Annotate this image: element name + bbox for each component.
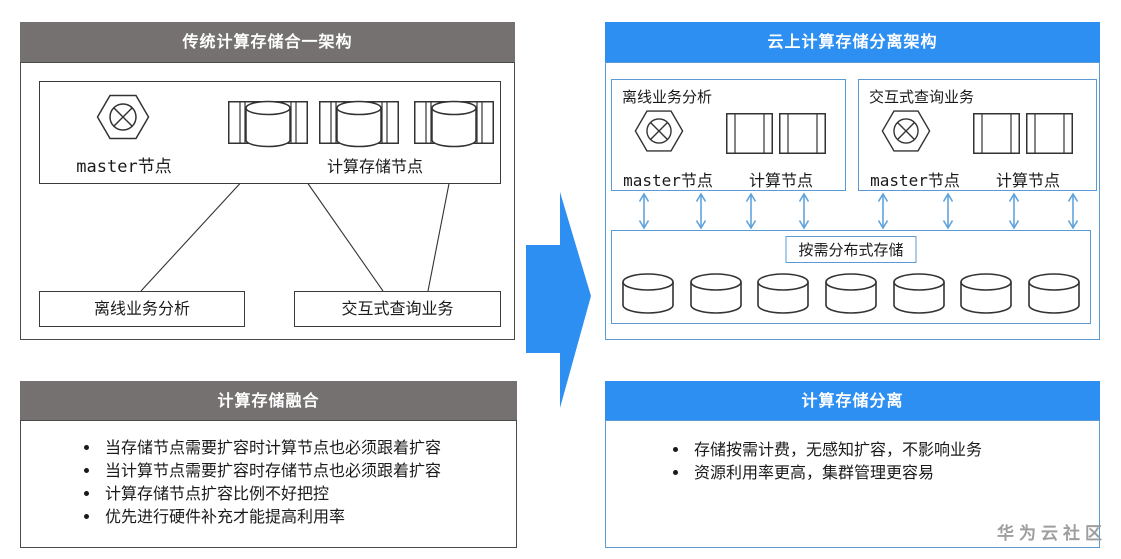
panel-separation-title: 计算存储分离 bbox=[605, 381, 1100, 420]
group-title: 离线业务分析 bbox=[622, 88, 713, 106]
master-node-label: master节点 bbox=[870, 171, 960, 190]
storage-cylinders-row bbox=[622, 273, 1080, 315]
compute-storage-node-icon bbox=[319, 100, 399, 148]
data-flow-arrow-icon bbox=[638, 192, 650, 230]
storage-cylinder-icon bbox=[689, 273, 742, 314]
bullet-item: 当计算节点需要扩容时存储节点也必须跟着扩容 bbox=[101, 459, 516, 482]
panel-traditional-body: master节点 bbox=[20, 62, 515, 340]
data-flow-arrow-icon bbox=[1008, 192, 1020, 230]
panel-cloud-title: 云上计算存储分离架构 bbox=[605, 22, 1100, 62]
data-flow-arrow-icon bbox=[695, 192, 707, 230]
panel-fusion-title: 计算存储融合 bbox=[20, 381, 517, 420]
interactive-query-box: 交互式查询业务 bbox=[294, 291, 501, 327]
panel-fusion: 计算存储融合 当存储节点需要扩容时计算节点也必须跟着扩容 当计算节点需要扩容时存… bbox=[20, 381, 517, 548]
compute-node-label: 计算节点 bbox=[748, 171, 813, 190]
bullet-item: 计算存储节点扩容比例不好把控 bbox=[101, 482, 516, 505]
bullet-item: 优先进行硬件补充才能提高利用率 bbox=[101, 505, 516, 528]
storage-cylinder-icon bbox=[757, 273, 810, 314]
group-title: 交互式查询业务 bbox=[869, 88, 975, 106]
master-node-icon bbox=[634, 110, 684, 152]
compute-node-icon bbox=[1026, 113, 1073, 154]
data-flow-arrow-icon bbox=[942, 192, 954, 230]
separation-bullet-list: 存储按需计费，无感知扩容，不影响业务 资源利用率更高，集群管理更容易 bbox=[606, 438, 1099, 484]
compute-node-icon bbox=[779, 113, 826, 154]
fusion-bullet-list: 当存储节点需要扩容时计算节点也必须跟着扩容 当计算节点需要扩容时存储节点也必须跟… bbox=[21, 436, 516, 528]
storage-pool-box: 按需分布式存储 bbox=[611, 230, 1091, 324]
master-node-icon bbox=[881, 110, 931, 152]
compute-node-icon bbox=[973, 113, 1020, 154]
panel-cloud-body: 离线业务分析 master节点 计算节点 bbox=[605, 62, 1100, 340]
cloud-group-offline: 离线业务分析 master节点 计算节点 bbox=[611, 79, 846, 191]
storage-pool-label: 按需分布式存储 bbox=[785, 236, 917, 263]
storage-cylinder-icon bbox=[892, 273, 945, 314]
storage-cylinder-icon bbox=[622, 273, 674, 314]
panel-separation-body: 存储按需计费，无感知扩容，不影响业务 资源利用率更高，集群管理更容易 bbox=[605, 420, 1100, 548]
cloud-group-interactive: 交互式查询业务 master节点 计算节 bbox=[858, 79, 1097, 191]
watermark: 华为云社区 bbox=[997, 524, 1107, 544]
bullet-item: 资源利用率更高，集群管理更容易 bbox=[690, 461, 1099, 484]
compute-node-icon bbox=[726, 113, 773, 154]
compute-node-label: 计算节点 bbox=[995, 171, 1060, 190]
master-node-label: master节点 bbox=[76, 157, 172, 177]
bullet-item: 当存储节点需要扩容时计算节点也必须跟着扩容 bbox=[101, 436, 516, 459]
data-flow-arrow-icon bbox=[798, 192, 810, 230]
data-flow-arrow-icon bbox=[1067, 192, 1079, 230]
compute-storage-nodes-label: 计算存储节点 bbox=[326, 157, 423, 176]
master-node-label: master节点 bbox=[623, 171, 713, 190]
data-flow-arrow-icon bbox=[877, 192, 889, 230]
panel-traditional-title: 传统计算存储合一架构 bbox=[20, 22, 515, 62]
bullet-item: 存储按需计费，无感知扩容，不影响业务 bbox=[690, 438, 1099, 461]
panel-traditional: 传统计算存储合一架构 mast bbox=[20, 22, 515, 340]
panel-fusion-body: 当存储节点需要扩容时计算节点也必须跟着扩容 当计算节点需要扩容时存储节点也必须跟… bbox=[20, 420, 517, 548]
panel-separation: 计算存储分离 存储按需计费，无感知扩容，不影响业务 资源利用率更高，集群管理更容… bbox=[605, 381, 1100, 548]
compute-storage-node-icon bbox=[228, 100, 308, 148]
master-node-icon bbox=[96, 94, 150, 140]
storage-cylinder-icon bbox=[960, 273, 1013, 314]
traditional-cluster-box: master节点 bbox=[39, 81, 501, 184]
compute-storage-node-icon bbox=[414, 100, 494, 148]
data-flow-arrow-icon bbox=[745, 192, 757, 230]
storage-cylinder-icon bbox=[825, 273, 877, 314]
offline-analysis-box: 离线业务分析 bbox=[39, 291, 245, 327]
transform-right-arrow-icon bbox=[526, 192, 591, 408]
storage-cylinder-icon bbox=[1028, 273, 1080, 314]
panel-cloud: 云上计算存储分离架构 离线业务分析 master节点 bbox=[605, 22, 1100, 340]
